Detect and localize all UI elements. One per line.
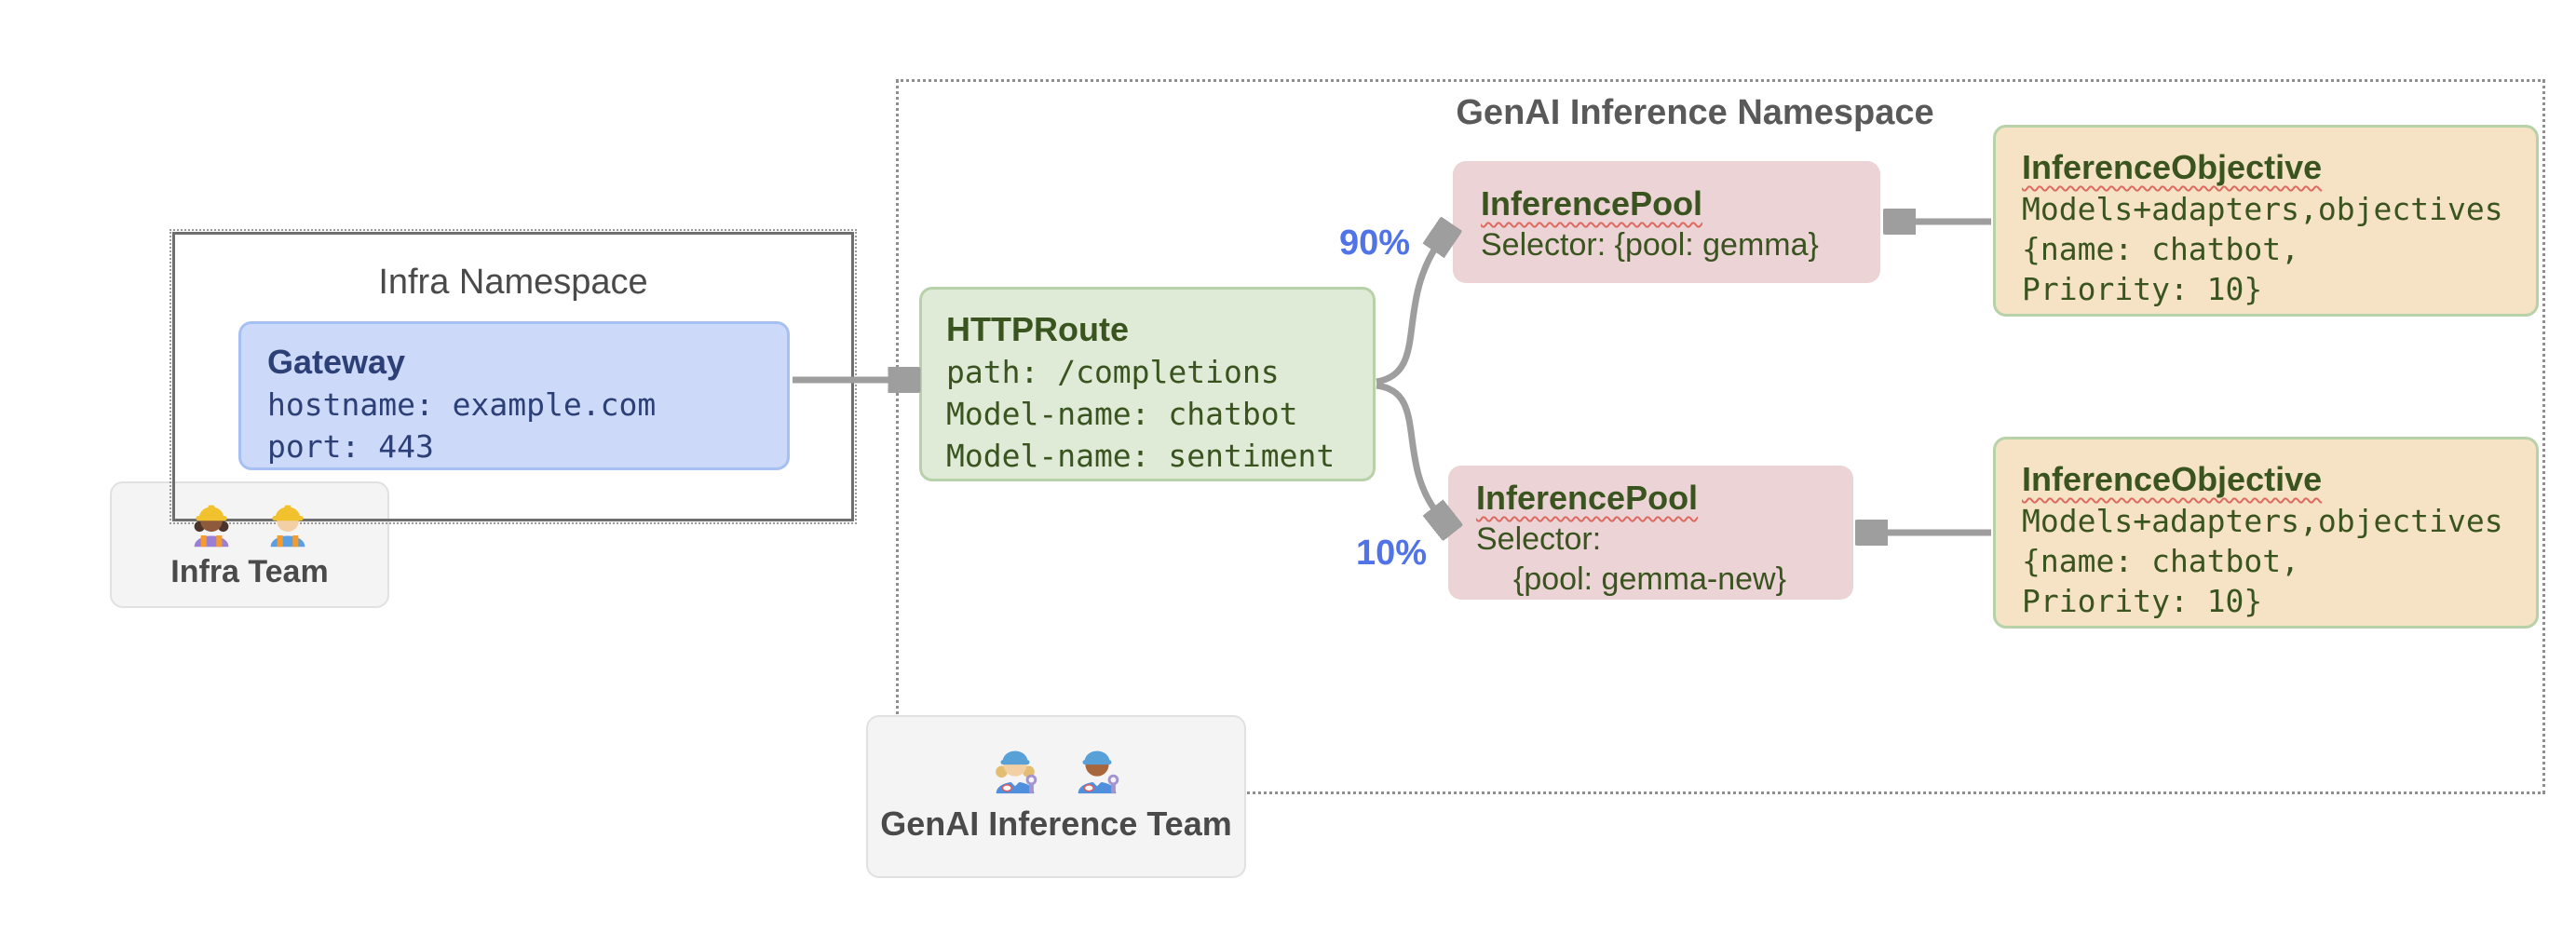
infra-namespace-title: Infra Namespace [378, 263, 648, 302]
infra-team-icons [185, 496, 314, 548]
inference-pool-top-selector: Selector: {pool: gemma} [1481, 227, 1819, 263]
genai-inference-team-box: GenAI Inference Team [866, 715, 1246, 878]
httproute-title: HTTPRoute [946, 310, 1129, 348]
objective-top-models: Models+adapters,objectives [2022, 191, 2503, 227]
httproute-path: path: /completions [946, 354, 1280, 390]
objective-bottom-priority: Priority: 10} [2022, 583, 2263, 619]
gateway-card: Gateway hostname: example.com port: 443 [238, 321, 790, 470]
inference-objective-bottom-title: InferenceObjective [2022, 460, 2323, 498]
inference-pool-top-title: InferencePool [1481, 184, 1703, 223]
infra-team-box: Infra Team [110, 481, 389, 608]
genai-inference-namespace-box [896, 79, 2545, 794]
httproute-model-sentiment: Model-name: sentiment [946, 438, 1335, 474]
woman-mechanic-icon [996, 750, 1037, 794]
gateway-hostname: hostname: example.com [267, 386, 657, 423]
traffic-split-90-label: 90% [1338, 223, 1410, 263]
genai-team-label: GenAI Inference Team [880, 805, 1232, 843]
man-mechanic-icon [1078, 750, 1119, 794]
objective-bottom-name: {name: chatbot, [2022, 543, 2300, 579]
inference-pool-bottom-selector-value: {pool: gemma-new} [1513, 561, 1786, 597]
inference-objective-top-title: InferenceObjective [2022, 148, 2323, 186]
inference-pool-gemma-new-card: InferencePool Selector: {pool: gemma-new… [1448, 466, 1853, 600]
man-construction-worker-icon [270, 505, 305, 548]
objective-top-priority: Priority: 10} [2022, 271, 2263, 307]
objective-top-name: {name: chatbot, [2022, 231, 2300, 267]
objective-bottom-models: Models+adapters,objectives [2022, 503, 2503, 539]
infra-team-label: Infra Team [170, 554, 329, 589]
traffic-split-10-label: 10% [1355, 534, 1427, 573]
inference-pool-gemma-card: InferencePool Selector: {pool: gemma} [1453, 161, 1880, 283]
genai-team-icons [986, 737, 1126, 795]
inference-pool-bottom-title: InferencePool [1476, 479, 1699, 517]
inference-objective-top-card: InferenceObjective Models+adapters,objec… [1993, 125, 2539, 317]
httproute-card: HTTPRoute path: /completions Model-name:… [919, 287, 1376, 481]
inference-pool-bottom-selector: Selector: [1476, 521, 1602, 557]
woman-construction-worker-icon [194, 505, 229, 548]
genai-inference-namespace-title: GenAI Inference Namespace [1456, 93, 1934, 132]
httproute-model-chatbot: Model-name: chatbot [946, 396, 1298, 432]
gateway-port: port: 443 [267, 428, 434, 465]
inference-objective-bottom-card: InferenceObjective Models+adapters,objec… [1993, 437, 2539, 629]
gateway-title: Gateway [267, 343, 406, 381]
